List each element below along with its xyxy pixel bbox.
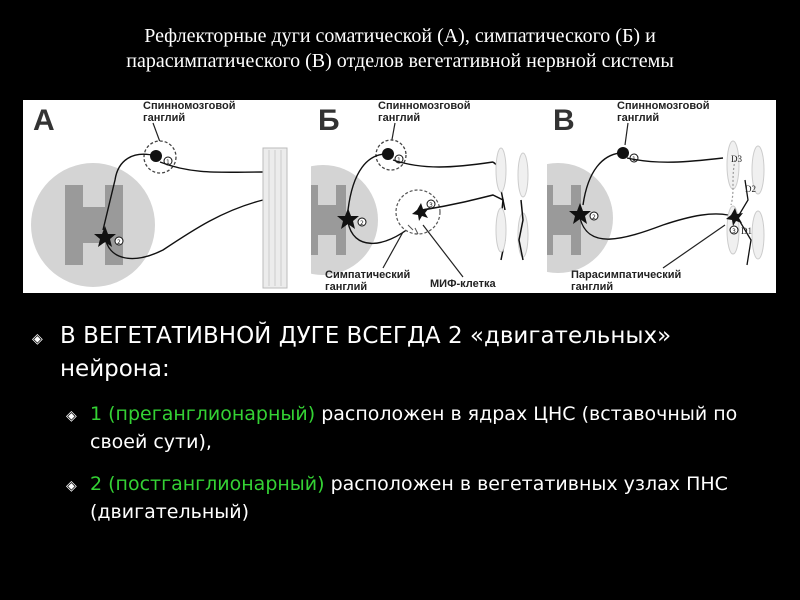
panel-c-ganglion-label-2: ганглий: [617, 112, 659, 124]
title-line-1: Рефлекторные дуги соматической (А), симп…: [40, 24, 760, 49]
panel-b-effector: [496, 148, 528, 260]
panel-c-label-d2: D2: [745, 184, 756, 194]
panel-b-ganglion-label-2: ганглий: [378, 112, 420, 124]
panel-b-marker-1-text: 1: [397, 157, 401, 164]
panel-a-letter: А: [33, 104, 55, 137]
reflex-arc-diagram: А Спинномозговой ганглий 1 2 Б Спинномоз…: [23, 100, 776, 293]
title-line-2: парасимпатического (В) отделов вегетатив…: [40, 49, 760, 74]
panel-c-bottom-label-1: Парасимпатический: [571, 269, 681, 281]
panel-b-marker-2-text: 2: [360, 220, 364, 227]
panel-c-bottom-label-2: ганглий: [571, 281, 613, 293]
panel-c-label-d3: D3: [731, 154, 742, 164]
panel-c-marker-2-text: 2: [592, 214, 596, 221]
bullet-main-text: В ВЕГЕТАТИВНОЙ ДУГЕ ВСЕГДА 2 «двигательн…: [60, 323, 671, 382]
bullet-main: ◈ В ВЕГЕТАТИВНОЙ ДУГЕ ВСЕГДА 2 «двигател…: [30, 320, 780, 386]
bullet-item-preganglionic: ◈ 1 (преганглионарный) расположен в ядра…: [30, 400, 780, 456]
bullet-item-2-highlight: 2 (постганглионарный): [90, 473, 325, 495]
panel-a-ganglion-label-1: Спинномозговой: [143, 100, 236, 112]
panel-a: А Спинномозговой ганглий 1 2: [31, 100, 287, 288]
panel-c-label-d1: D1: [741, 226, 752, 236]
bullet-item-1-highlight: 1 (преганглионарный): [90, 403, 315, 425]
diamond-bullet-icon: ◈: [66, 472, 77, 500]
panel-a-marker-2-text: 2: [117, 239, 121, 246]
panel-c-ganglion-label-1: Спинномозговой: [617, 100, 710, 112]
bullet-item-postganglionic: ◈ 2 (постганглионарный) расположен в вег…: [30, 470, 780, 526]
panel-c: В Спинномозговой ганглий 1 2 3 D3 D2: [503, 100, 764, 293]
panel-a-ganglion-label-2: ганглий: [143, 112, 185, 124]
panel-b-mif-label: МИФ-клетка: [430, 278, 496, 290]
diamond-bullet-icon: ◈: [66, 402, 77, 430]
panel-b-bottom-label-2: ганглий: [325, 281, 367, 293]
reflex-arc-svg: А Спинномозговой ганглий 1 2 Б Спинномоз…: [23, 100, 776, 293]
panel-c-letter: В: [553, 104, 575, 137]
panel-a-sensory-fiber: [160, 162, 263, 172]
bullet-list: ◈ В ВЕГЕТАТИВНОЙ ДУГЕ ВСЕГДА 2 «двигател…: [30, 320, 780, 526]
diamond-bullet-icon: ◈: [32, 323, 43, 356]
panel-b-letter: Б: [318, 104, 340, 137]
panel-b-ganglion-label-1: Спинномозговой: [378, 100, 471, 112]
panel-b-bottom-label-1: Симпатический: [325, 269, 410, 281]
panel-c-marker-3-text: 3: [732, 228, 736, 235]
slide-title: Рефлекторные дуги соматической (А), симп…: [40, 24, 760, 74]
